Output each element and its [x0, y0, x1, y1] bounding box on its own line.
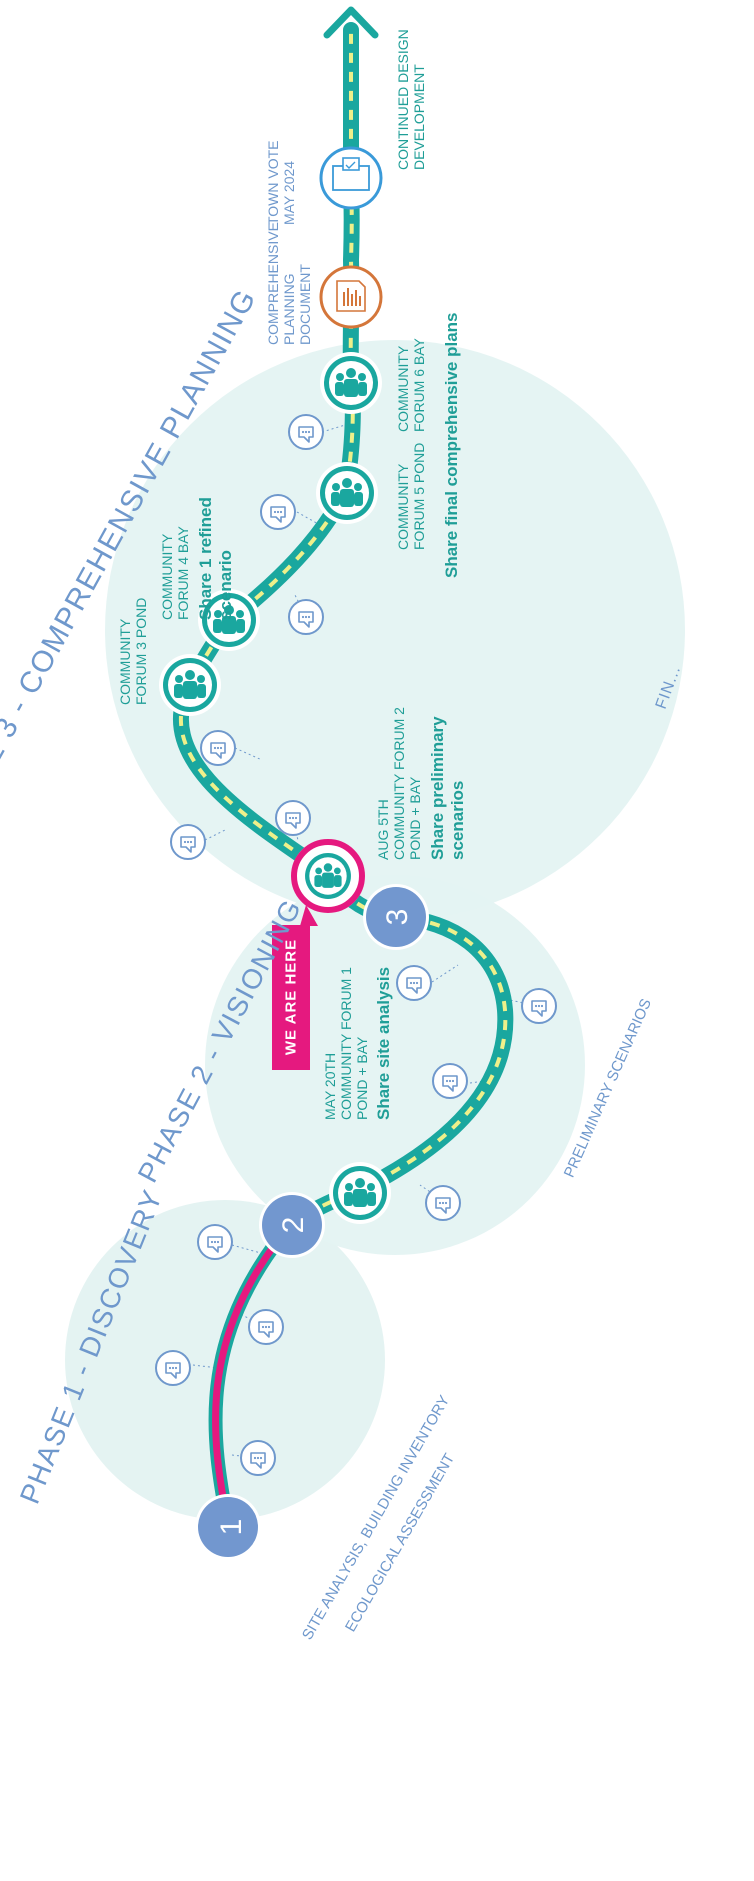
svg-text:3: 3 [381, 909, 414, 926]
comment-bubble-icon [200, 730, 236, 766]
arrow-up-icon [323, 6, 379, 39]
svg-text:CONTINUED DESIGN: CONTINUED DESIGN [395, 29, 411, 170]
vote-label: TOWN VOTE MAY 2024 [265, 140, 297, 225]
we-are-here-forum [291, 839, 365, 913]
forum-4-label: COMMUNITY FORUM 4 BAY Share 1 refined sc… [159, 497, 235, 620]
svg-text:PLANNING: PLANNING [281, 273, 297, 345]
comment-bubble-icon [170, 824, 206, 860]
forum-6-label: COMMUNITY FORUM 6 BAY [395, 337, 427, 432]
svg-text:DEVELOPMENT: DEVELOPMENT [411, 64, 427, 170]
svg-text:COMMUNITY: COMMUNITY [395, 345, 411, 432]
comment-bubble-icon [288, 599, 324, 635]
svg-text:FORUM 4 BAY: FORUM 4 BAY [175, 525, 191, 620]
community-group-icon [316, 462, 378, 524]
community-group-icon [320, 352, 382, 414]
community-group-icon [329, 1162, 391, 1224]
svg-text:scenario: scenario [216, 550, 235, 620]
svg-text:1: 1 [215, 1519, 248, 1536]
comment-bubble-icon [425, 1185, 461, 1221]
comment-bubble-icon [432, 1063, 468, 1099]
svg-text:COMPREHENSIVE: COMPREHENSIVE [265, 222, 281, 345]
milestone-3: 3 [363, 884, 429, 950]
svg-text:COMMUNITY: COMMUNITY [159, 533, 175, 620]
forum-3-label: COMMUNITY FORUM 3 POND [117, 598, 149, 705]
svg-text:POND + BAY: POND + BAY [407, 776, 423, 860]
ballot-box-icon [319, 146, 383, 210]
comment-bubble-icon [248, 1309, 284, 1345]
phase-3-circle [105, 340, 685, 920]
forum-2-label: AUG 5TH COMMUNITY FORUM 2 POND + BAY Sha… [375, 707, 467, 860]
comment-bubble-icon [275, 800, 311, 836]
milestone-1: 1 [195, 1494, 261, 1560]
comment-bubble-icon [240, 1440, 276, 1476]
svg-text:FORUM 5 POND: FORUM 5 POND [411, 443, 427, 550]
comment-bubble-icon [260, 494, 296, 530]
svg-text:FORUM 6 BAY: FORUM 6 BAY [411, 337, 427, 432]
svg-text:POND + BAY: POND + BAY [354, 1036, 370, 1120]
svg-text:COMMUNITY: COMMUNITY [117, 618, 133, 705]
document-icon [319, 265, 383, 329]
svg-text:Share 1 refined: Share 1 refined [196, 497, 215, 620]
comment-bubble-icon [197, 1224, 233, 1260]
svg-text:scenarios: scenarios [448, 781, 467, 860]
svg-text:Share preliminary: Share preliminary [428, 716, 447, 860]
final-share-label: Share final comprehensive plans [442, 313, 461, 578]
doc-label: COMPREHENSIVE PLANNING DOCUMENT [265, 222, 313, 345]
svg-text:DOCUMENT: DOCUMENT [297, 264, 313, 345]
community-group-icon [159, 654, 221, 716]
svg-text:COMMUNITY: COMMUNITY [395, 463, 411, 550]
continued-label: CONTINUED DESIGN DEVELOPMENT [395, 29, 427, 170]
svg-text:WE ARE HERE: WE ARE HERE [283, 939, 300, 1055]
comment-bubble-icon [155, 1350, 191, 1386]
forum-5-label: COMMUNITY FORUM 5 POND [395, 443, 427, 550]
milestone-2: 2 [259, 1192, 325, 1258]
svg-text:MAY 2024: MAY 2024 [281, 161, 297, 225]
comment-bubble-icon [288, 414, 324, 450]
we-are-here-badge: WE ARE HERE [272, 905, 318, 1070]
comment-bubble-icon [521, 988, 557, 1024]
forum-1-label: MAY 20TH COMMUNITY FORUM 1 POND + BAY Sh… [322, 967, 393, 1120]
svg-text:COMMUNITY FORUM 1: COMMUNITY FORUM 1 [338, 967, 354, 1120]
svg-text:FORUM 3 POND: FORUM 3 POND [133, 598, 149, 705]
svg-text:Share site analysis: Share site analysis [374, 967, 393, 1120]
svg-text:AUG 5TH: AUG 5TH [375, 799, 391, 860]
svg-text:TOWN VOTE: TOWN VOTE [265, 140, 281, 225]
svg-text:COMMUNITY FORUM 2: COMMUNITY FORUM 2 [391, 707, 407, 860]
svg-text:MAY 20TH: MAY 20TH [322, 1053, 338, 1120]
svg-text:2: 2 [277, 1217, 310, 1234]
comment-bubble-icon [396, 965, 432, 1001]
